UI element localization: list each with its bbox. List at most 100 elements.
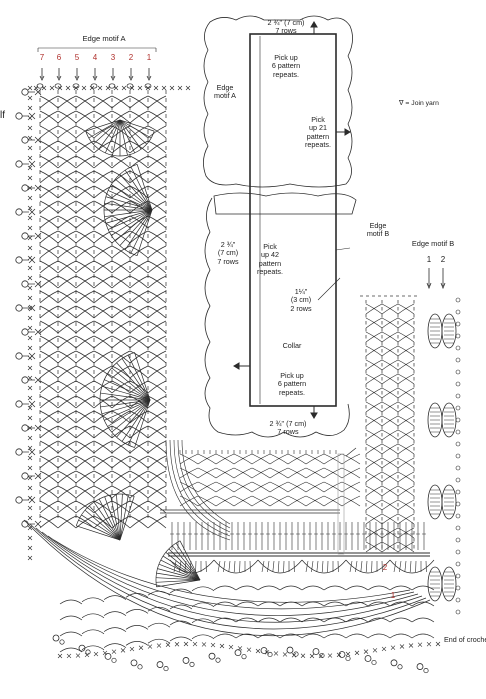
motif-a-row-number: 7 <box>39 53 45 62</box>
cross-stitch <box>27 215 33 221</box>
lattice-arc <box>93 440 113 454</box>
lattice-arc <box>111 410 131 424</box>
lattice-arc <box>93 470 113 484</box>
cross-stitch <box>93 651 99 657</box>
lattice-arc <box>365 373 383 385</box>
cross-stitch <box>185 85 191 91</box>
fan-spoke <box>111 209 153 236</box>
lattice-arc <box>57 320 77 334</box>
cross-stitch <box>264 650 270 655</box>
lattice-arc <box>57 185 77 199</box>
lattice-arc <box>57 260 77 274</box>
picot-bead <box>21 328 29 336</box>
picot-bead <box>416 663 424 670</box>
lattice-arc <box>93 395 113 409</box>
lattice-arc <box>365 387 383 399</box>
collar-rectangle <box>249 33 337 407</box>
lattice-arc <box>129 170 149 184</box>
fan-spoke <box>108 209 153 230</box>
lattice-arc <box>75 170 95 184</box>
lattice-arc <box>111 155 131 169</box>
cross-stitch <box>345 651 351 657</box>
cross-stitch <box>291 653 297 658</box>
lattice-arc <box>75 155 95 169</box>
cross-stitch <box>237 646 243 651</box>
fan-spoke <box>119 209 153 246</box>
lattice-arc <box>111 260 131 274</box>
fan-spoke <box>124 209 153 250</box>
lattice-arc <box>147 95 167 109</box>
picot-bead <box>52 634 60 642</box>
lattice-arc <box>397 429 415 441</box>
lattice-arc <box>39 425 59 439</box>
lattice-arc <box>39 125 59 139</box>
lattice-arc <box>169 604 193 610</box>
picot-bead <box>455 489 461 495</box>
arrow-head-side <box>344 128 351 136</box>
picot-bead <box>15 352 23 360</box>
lattice-arc <box>93 425 113 439</box>
cross-stitch <box>27 395 33 401</box>
motif-b-row-number: 2 <box>440 255 446 264</box>
join-marker <box>337 453 345 555</box>
lattice-arc <box>301 601 325 607</box>
cross-stitch <box>201 642 207 647</box>
lattice-arc <box>39 455 59 469</box>
fan-arc <box>99 352 135 448</box>
cross-stitch <box>27 185 33 191</box>
lattice-arc <box>75 185 95 199</box>
lattice-arc <box>381 471 399 483</box>
cross-stitch <box>27 385 33 391</box>
lattice-arc <box>397 527 415 539</box>
lattice-arc <box>103 627 127 632</box>
lattice-arc <box>57 200 77 214</box>
lattice-arc <box>93 245 113 259</box>
lattice-arc <box>111 290 131 304</box>
picot-bead <box>189 661 195 667</box>
cross-stitch <box>34 232 42 240</box>
fan-spoke <box>162 555 201 581</box>
lattice-arc <box>39 185 59 199</box>
lattice-arc <box>323 633 347 639</box>
fan-spoke <box>105 119 121 154</box>
scallop-stitch <box>311 560 314 573</box>
picot-bead <box>455 513 461 519</box>
cross-stitch <box>27 205 33 211</box>
legend-join-yarn: ∇ = Join yarn <box>399 100 439 107</box>
outer-arc <box>29 523 427 630</box>
lattice-arc <box>75 440 95 454</box>
lattice-arc <box>147 365 167 379</box>
lattice-arc <box>39 365 59 379</box>
cross-stitch <box>165 642 171 647</box>
row-arrow-head <box>426 282 432 290</box>
lattice-arc <box>81 629 105 635</box>
lattice-arc <box>129 500 149 514</box>
lattice-arc <box>111 440 131 454</box>
lattice-arc <box>129 275 149 289</box>
lattice-arc <box>57 155 77 169</box>
lattice-arc <box>381 331 399 343</box>
cross-stitch <box>34 328 42 336</box>
lattice-arc <box>341 495 361 507</box>
lattice-arc <box>39 155 59 169</box>
chart-row-1-mark: 1 <box>390 591 396 600</box>
lattice-arc <box>93 440 113 454</box>
lattice-arc <box>367 617 391 623</box>
lattice-arc <box>191 634 215 640</box>
lattice-arc <box>147 305 167 319</box>
lattice-arc <box>365 471 383 483</box>
lattice-arc <box>323 601 347 607</box>
scallop-stitch <box>409 560 412 573</box>
lattice-arc <box>129 290 149 304</box>
lattice-arc <box>75 410 95 424</box>
lattice-arc <box>39 500 59 514</box>
lattice-arc <box>341 453 361 465</box>
lattice-arc <box>75 125 95 139</box>
cross-stitch <box>65 85 71 91</box>
lattice-arc <box>147 350 167 364</box>
lattice-arc <box>57 140 77 154</box>
lattice-arc <box>233 467 253 479</box>
cross-stitch <box>372 648 378 653</box>
fan-spoke <box>107 373 151 401</box>
